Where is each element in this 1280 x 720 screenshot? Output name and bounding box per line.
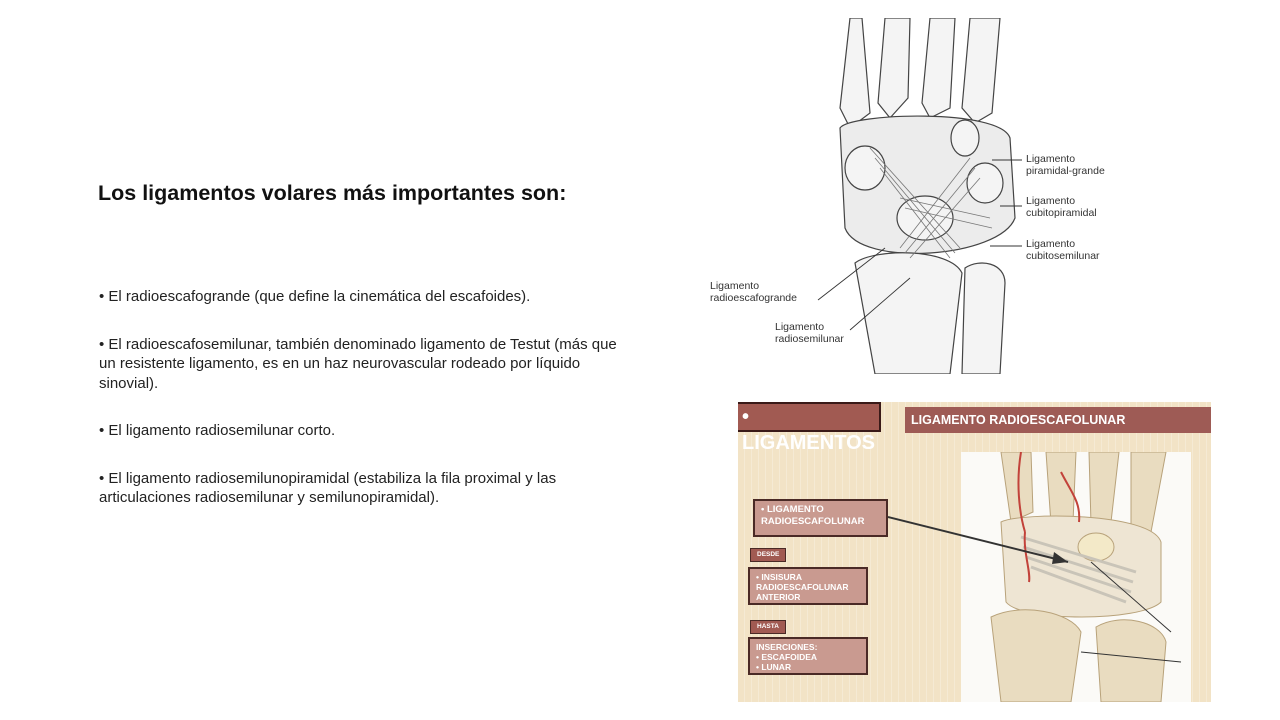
wrist-drawing (817, 17, 1022, 375)
slide-title: Los ligamentos volares más importantes s… (98, 181, 567, 205)
radioescafolunar-slide-image: • LIGAMENTOS LIGAMENTO RADIOESCAFOLUNAR (738, 402, 1211, 702)
bullet-item: • El ligamento radiosemilunar corto. (99, 422, 336, 439)
desde-tag: DESDE (750, 548, 787, 562)
bullet-item: • El ligamento radiosemilunopiramidal (e… (99, 469, 557, 507)
pointer-arrow (887, 516, 1069, 564)
hasta-tag: HASTA (750, 620, 786, 634)
hasta-box: INSERCIONES:• ESCAFOIDEA• LUNAR (748, 637, 868, 675)
bullet-item: • El radioescafogrande (que define la ci… (99, 288, 531, 305)
ligament-header: LIGAMENTO RADIOESCAFOLUNAR (905, 407, 1211, 433)
wrist-photo (961, 451, 1191, 702)
bullet-item: • El radioescafosemilunar, también denom… (99, 335, 617, 392)
bullet-list: • El radioescafogrande (que define la ci… (99, 287, 629, 536)
ligamentos-badge: • LIGAMENTOS (738, 402, 881, 454)
